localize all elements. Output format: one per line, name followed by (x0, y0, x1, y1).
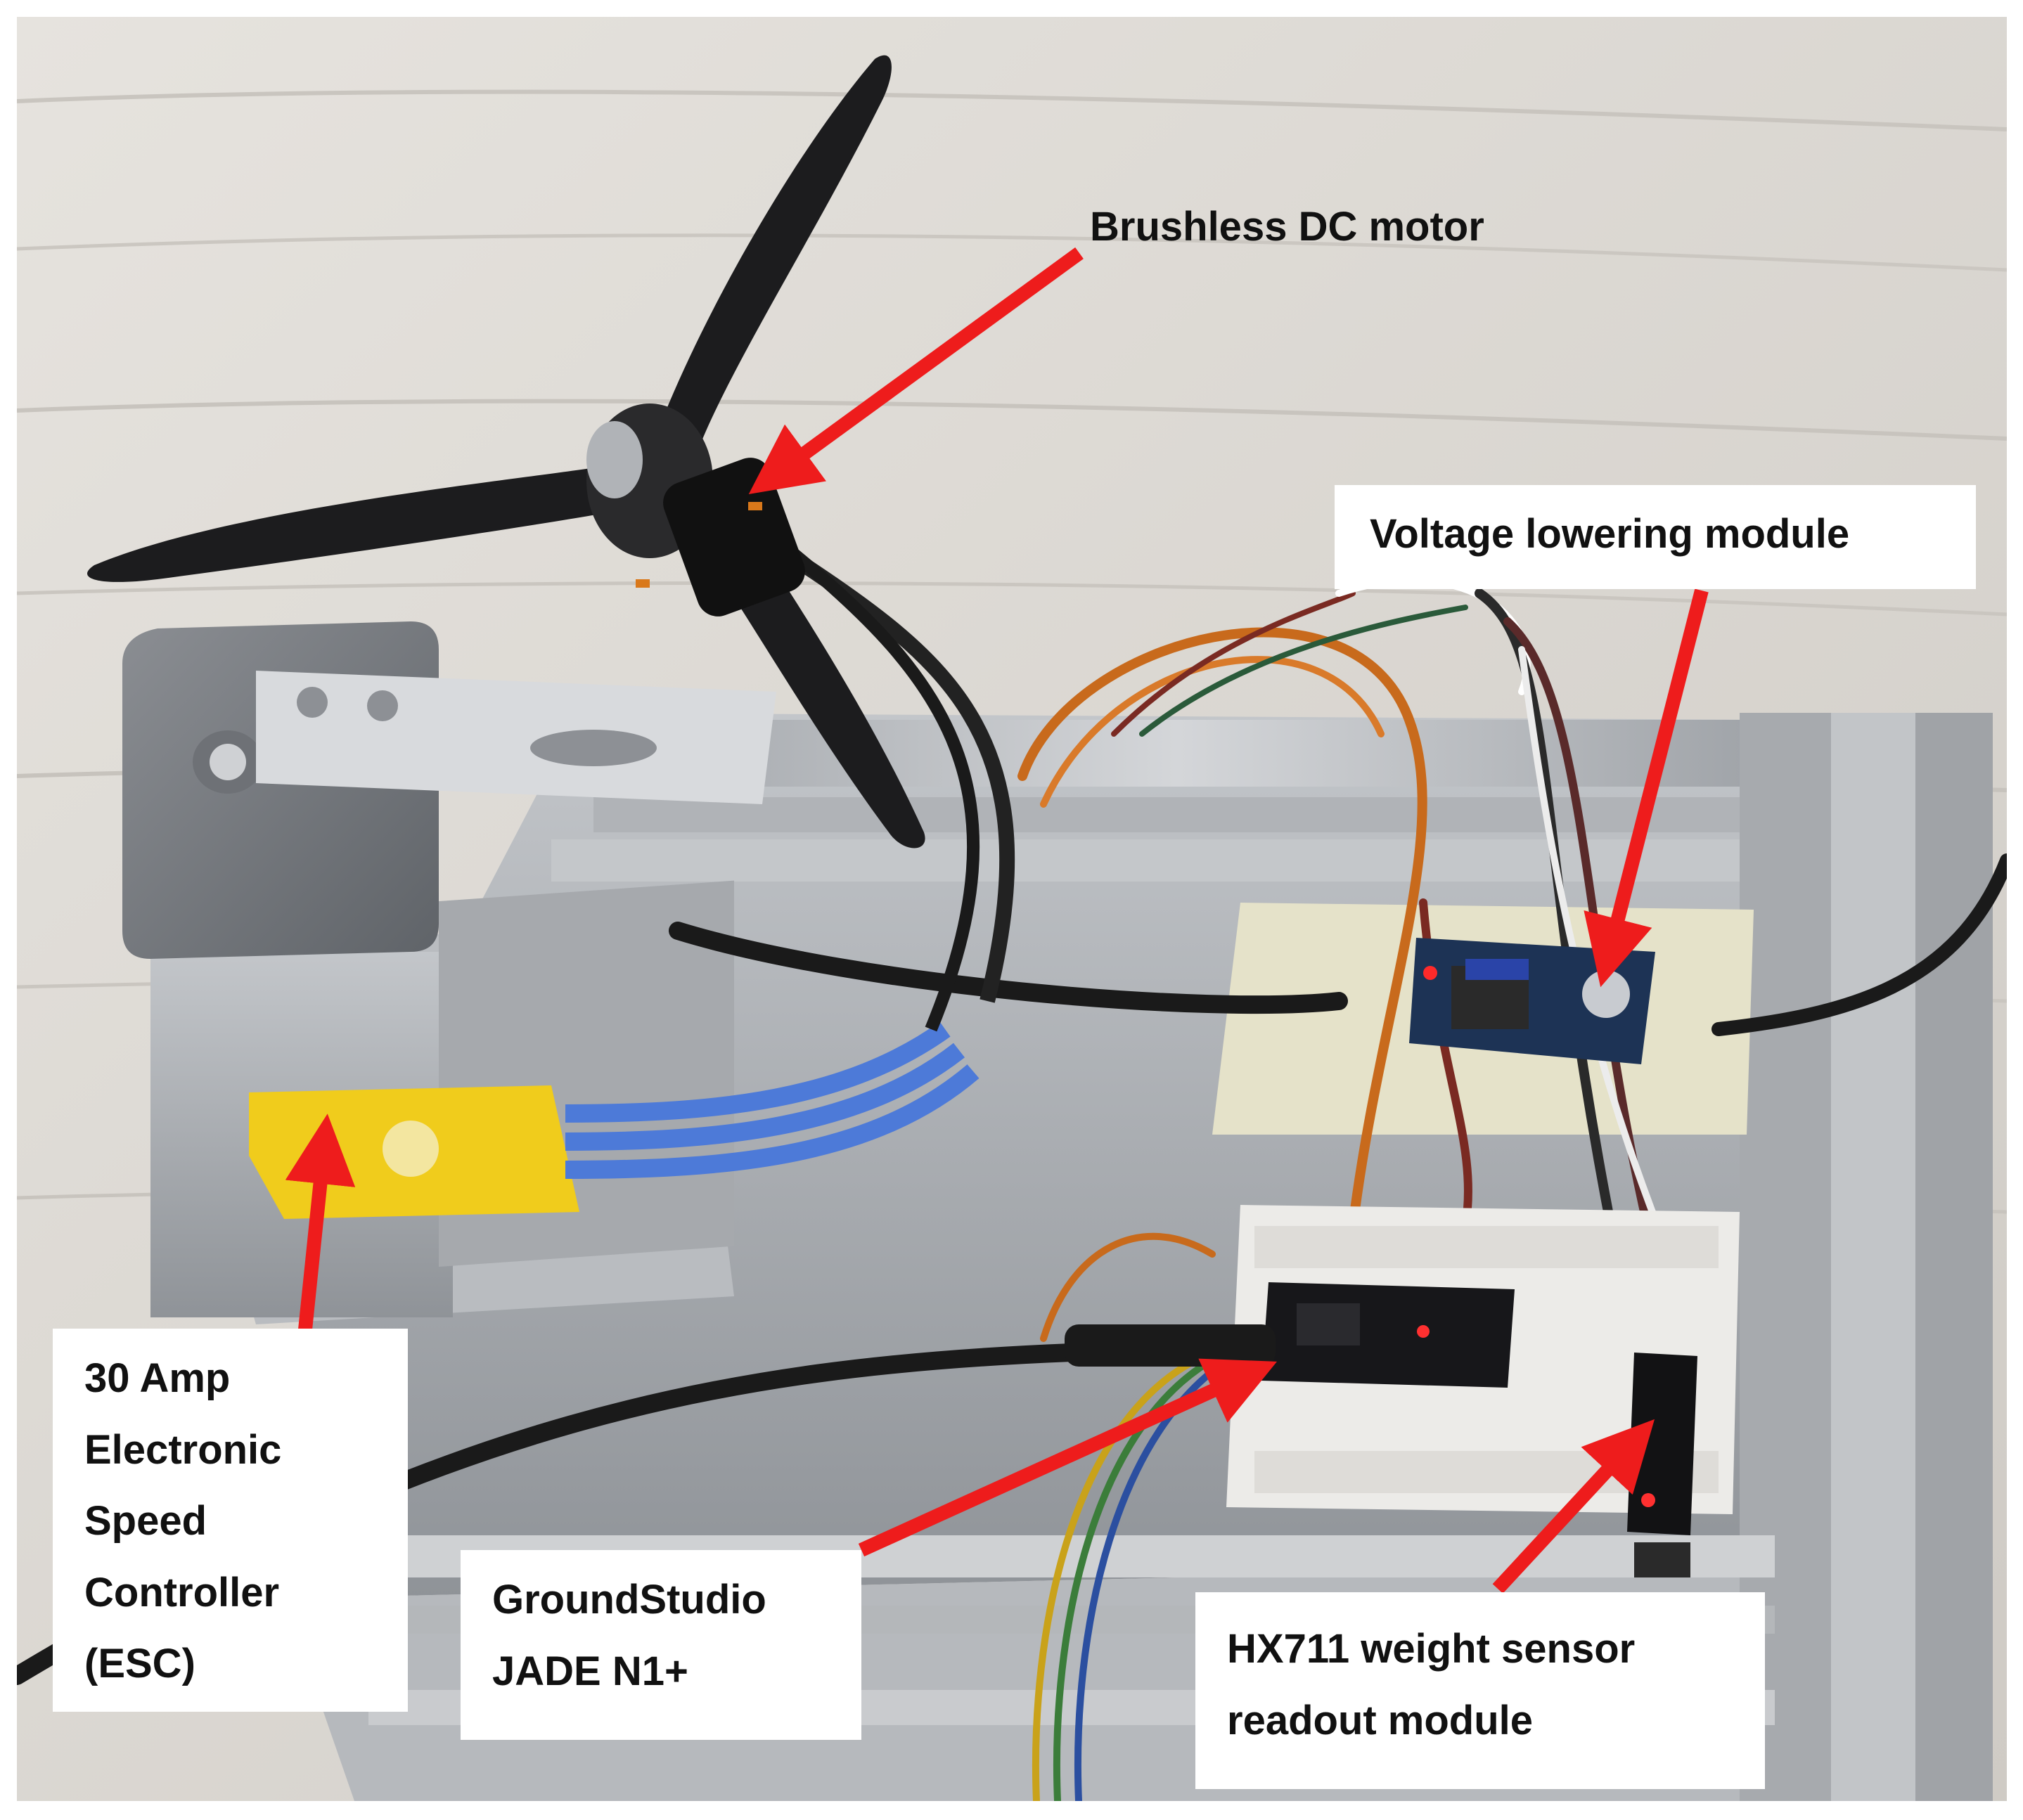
arrow-esc (285, 1114, 356, 1358)
arrow-hx711 (1492, 1419, 1655, 1594)
label-groundstudio-jade: GroundStudio JADE N1+ (461, 1550, 861, 1740)
jade-board (1065, 1282, 1515, 1388)
label-motor-text: Brushless DC motor (1090, 204, 1484, 250)
label-hx711-line-1: HX711 weight sensor (1227, 1626, 1636, 1672)
propeller-motor (87, 55, 925, 848)
arrow-jade (858, 1358, 1277, 1557)
label-voltage-text: Voltage lowering module (1370, 511, 1850, 557)
label-esc-line-5: (ESC) (84, 1641, 195, 1686)
label-esc-line-3: Speed (84, 1498, 207, 1544)
label-esc-line-2: Electronic (84, 1426, 282, 1473)
arrow-motor (748, 247, 1084, 495)
label-jade-line-2: JADE N1+ (492, 1648, 688, 1694)
label-esc-line-1: 30 Amp (84, 1355, 231, 1401)
label-jade-line-1: GroundStudio (492, 1577, 766, 1622)
label-esc-line-4: Controller (84, 1569, 280, 1615)
arrow-voltage (1584, 588, 1709, 988)
label-esc: 30 Amp Electronic Speed Controller (ESC) (53, 1329, 408, 1712)
label-brushless-dc-motor: Brushless DC motor (1076, 200, 1498, 253)
label-voltage-lowering-module: Voltage lowering module (1335, 485, 1976, 589)
label-hx711-line-2: readout module (1227, 1697, 1534, 1743)
label-hx711: HX711 weight sensor readout module (1195, 1592, 1765, 1789)
